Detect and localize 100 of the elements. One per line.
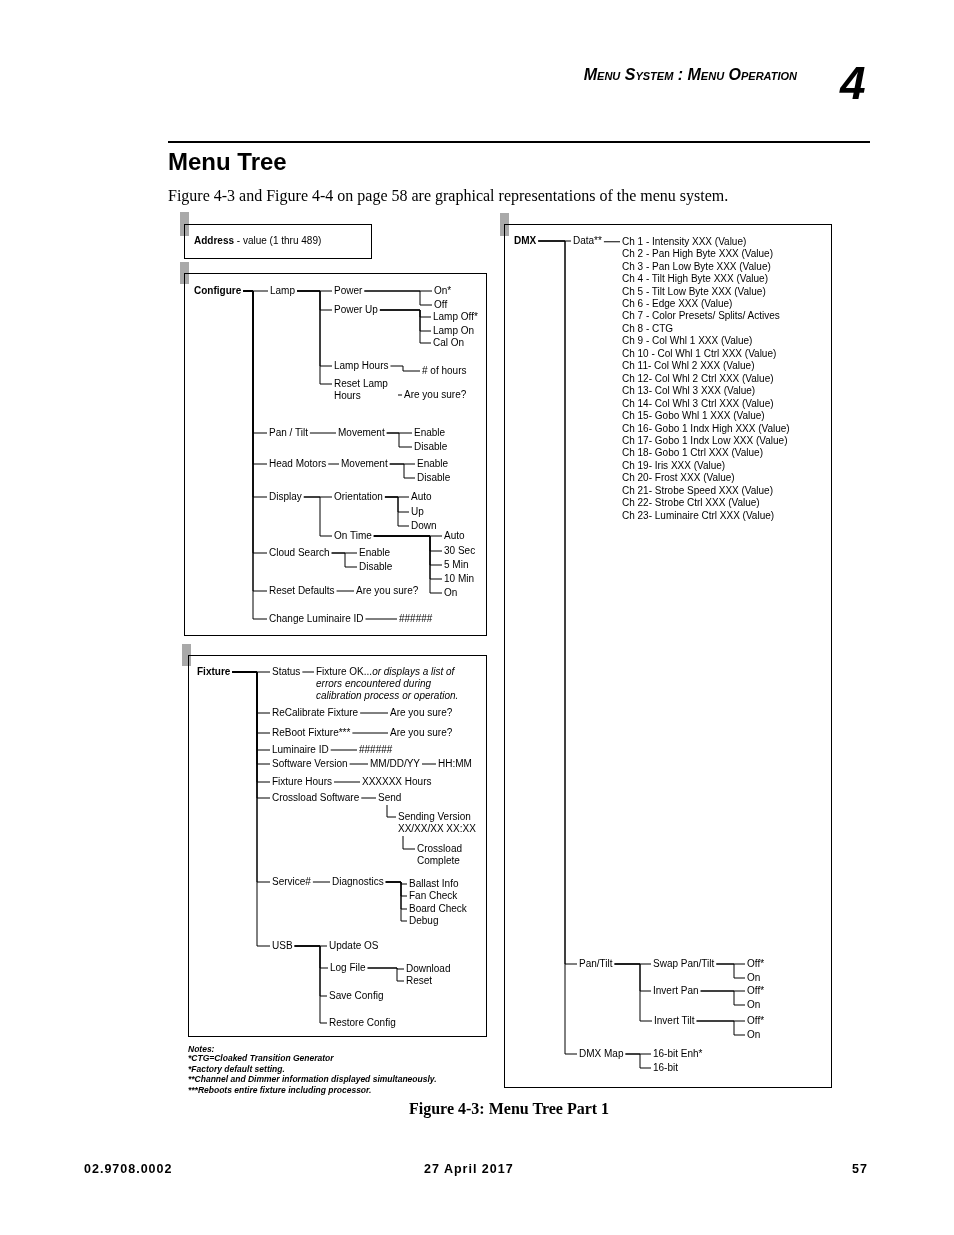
menu-item: Disable	[359, 561, 393, 573]
menu-item: XXXXXX Hours	[362, 776, 432, 788]
channel-item: Ch 7 - Color Presets/ Splits/ Actives	[622, 310, 781, 323]
tree-connector	[397, 394, 403, 396]
menu-item: Board Check	[409, 903, 467, 915]
menu-item: On	[747, 999, 761, 1011]
figure-caption: Figure 4-3: Menu Tree Part 1	[409, 1100, 610, 1118]
note-text: *Factory default setting.	[188, 1064, 285, 1074]
tree-connector	[384, 496, 410, 527]
menu-item: 30 Sec	[444, 545, 476, 557]
tree-connector	[365, 618, 398, 620]
tree-connector	[379, 309, 432, 344]
menu-item: Off*	[747, 1015, 765, 1027]
menu-item: Auto	[444, 530, 465, 542]
menu-item: Lamp Off*	[433, 311, 478, 323]
menu-panel	[188, 655, 487, 1037]
menu-item: On	[444, 587, 458, 599]
menu-item: On	[747, 972, 761, 984]
address-label: Address - value (1 thru 489)	[194, 235, 322, 247]
channel-item: Ch 15- Gobo Whl 1 XXX (Value)	[622, 410, 766, 423]
channel-item: Ch 20- Frost XXX (Value)	[622, 472, 736, 485]
channel-item: Ch 4 - Tilt High Byte XXX (Value)	[622, 273, 769, 286]
menu-item: Sending Version XX/XX/XX XX:XX	[398, 811, 490, 835]
channel-item: Ch 14- Col Whl 3 Ctrl XXX (Value)	[622, 397, 775, 411]
tree-connector	[696, 1020, 746, 1036]
menu-item: ReBoot Fixture***	[272, 727, 351, 739]
menu-item: Are you sure?	[390, 707, 453, 719]
menu-item: Are you sure?	[356, 585, 419, 597]
menu-heading: DMX	[514, 235, 537, 247]
channel-item: Ch 17- Gobo 1 Indx Low XXX (Value)	[622, 435, 789, 448]
channel-item: Ch 22- Strobe Ctrl XXX (Value)	[622, 497, 761, 510]
menu-item: Disable	[417, 472, 451, 484]
menu-item: Debug	[409, 915, 439, 927]
menu-item: Change Luminaire ID	[269, 613, 364, 625]
channel-item: Ch 19- Iris XXX (Value)	[622, 459, 727, 473]
channel-item: Ch 13- Col Whl 3 XXX (Value)	[622, 385, 757, 398]
menu-item: Display	[269, 491, 302, 503]
menu-item: 16-bit	[653, 1062, 678, 1074]
tree-connector	[330, 749, 358, 751]
menu-item: Power Up	[334, 304, 378, 316]
menu-item: Are you sure?	[390, 727, 453, 739]
note-text: **Channel and Dimmer information displayed simultaneously.	[188, 1074, 437, 1084]
tree-connector	[231, 671, 271, 947]
menu-item: Invert Tilt	[654, 1015, 695, 1027]
tree-connector	[614, 963, 653, 1022]
tree-connector	[327, 463, 340, 465]
notes-heading: Notes:	[188, 1044, 215, 1054]
tree-connector	[359, 712, 389, 714]
tree-connector	[389, 463, 416, 479]
menu-item: Are you sure?	[404, 389, 467, 401]
tree-connector	[333, 781, 361, 783]
intro-paragraph: Figure 4-3 and Figure 4-4 on page 58 are graphical representations of the menu system.	[168, 187, 729, 205]
menu-item: 16-bit Enh*	[653, 1048, 703, 1060]
menu-item: Reset	[406, 975, 433, 987]
tree-connector	[294, 945, 328, 1024]
channel-item: Ch 5 - Tilt Low Byte XXX (Value)	[622, 285, 767, 299]
menu-item: Cal On	[433, 337, 465, 349]
tree-connector	[386, 432, 413, 448]
menu-item: Download	[406, 963, 451, 975]
tree-connector	[349, 763, 369, 765]
menu-item: Auto	[411, 491, 432, 503]
tree-connector	[301, 671, 315, 673]
chapter-number: 4	[840, 56, 866, 110]
channel-item: Ch 12- Col Whl 2 Ctrl XXX (Value)	[622, 372, 775, 386]
menu-item: Head Motors	[269, 458, 327, 470]
menu-item: MM/DD/YY	[370, 758, 420, 770]
tree-connector	[700, 990, 746, 1006]
channel-item: Ch 2 - Pan High Byte XXX (Value)	[622, 248, 774, 261]
tree-connector	[303, 496, 333, 537]
section-title: Menu Tree	[168, 148, 287, 176]
menu-item: Off*	[747, 958, 765, 970]
address-box	[184, 224, 372, 259]
menu-item: Off*	[747, 985, 765, 997]
tree-connector	[363, 290, 433, 306]
channel-item: Ch 3 - Pan Low Byte XXX (Value)	[622, 260, 772, 274]
menu-heading: Fixture	[197, 666, 231, 678]
menu-panel	[504, 224, 832, 1088]
channel-item: Ch 8 - CTG	[622, 322, 675, 336]
menu-item: # of hours	[422, 365, 467, 377]
menu-item: Software Version	[272, 758, 348, 770]
tree-connector	[373, 535, 443, 594]
menu-item: Crossload Complete	[417, 843, 469, 867]
menu-item: Service#	[272, 876, 311, 888]
menu-item: Reset Lamp Hours	[334, 378, 396, 402]
tree-connector	[360, 797, 377, 799]
tree-connector	[312, 881, 331, 883]
channel-item: Ch 6 - Edge XXX (Value)	[622, 298, 734, 311]
menu-item: Diagnostics	[332, 876, 384, 888]
channel-item: Ch 1 - Intensity XXX (Value)	[622, 235, 748, 249]
tree-connector	[421, 763, 437, 765]
menu-item: Crossload Software	[272, 792, 360, 804]
menu-item: Up	[411, 506, 424, 518]
menu-item: Down	[411, 520, 437, 532]
menu-item: Enable	[414, 427, 446, 439]
menu-item: On*	[434, 285, 452, 297]
tree-connector	[624, 1053, 652, 1069]
channel-item: Ch 11- Col Whl 2 XXX (Value)	[622, 360, 756, 373]
menu-item: USB	[272, 940, 293, 952]
menu-item: HH:MM	[438, 758, 472, 770]
menu-item: Pan/Tilt	[579, 958, 613, 970]
